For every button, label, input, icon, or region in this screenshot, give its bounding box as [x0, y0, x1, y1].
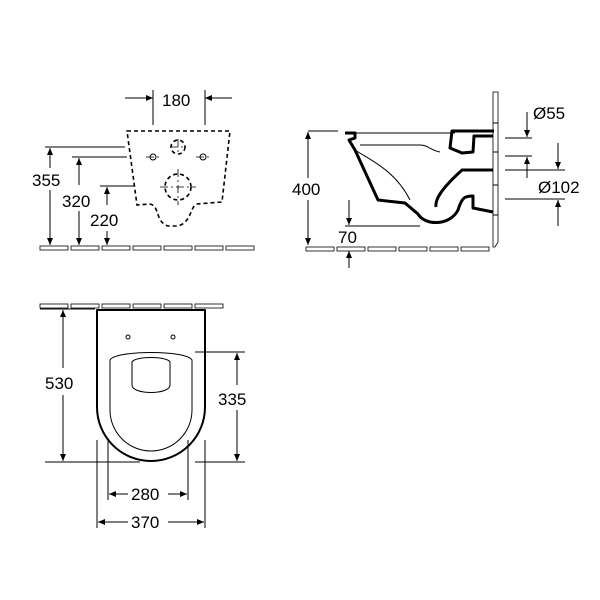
bowl-inner-line [354, 149, 411, 201]
bowl-rim-lines [355, 132, 455, 153]
side-view: 400 70 Ø55 Ø102 [290, 91, 580, 268]
seat-outline [109, 352, 193, 452]
extension-lines-diameters [505, 137, 565, 200]
extension-lines-heights [45, 146, 135, 187]
dim-280: 280 [131, 485, 159, 504]
wall [492, 91, 499, 248]
bowl-outline [345, 129, 494, 224]
extension-lines-widths [96, 440, 206, 528]
dim-370: 370 [131, 513, 159, 532]
dim-355: 355 [32, 171, 60, 190]
center-lines [146, 139, 210, 205]
dim-220: 220 [90, 211, 118, 230]
bowl-outline-dashed [126, 130, 231, 227]
bowl-opening [131, 357, 171, 393]
dim-dia-102: Ø102 [538, 178, 580, 197]
floor-tiles [39, 245, 255, 251]
label-background [88, 209, 126, 231]
dim-530: 530 [45, 374, 73, 393]
front-view: 180 355 320 220 [30, 90, 255, 251]
label-background [30, 168, 68, 190]
dim-dia-55: Ø55 [533, 104, 565, 123]
wall-tiles-top [39, 303, 224, 309]
label-background [60, 189, 98, 211]
top-view: 530 335 280 370 [39, 303, 246, 532]
wall-joints [493, 122, 498, 216]
dim-335: 335 [218, 390, 246, 409]
label-background [290, 178, 328, 200]
bowl-outline-top [96, 309, 206, 462]
dim-180: 180 [162, 91, 190, 110]
outlet-marker [164, 173, 192, 201]
dim-320: 320 [62, 192, 90, 211]
floor-tiles-side [305, 246, 490, 252]
hinge-hole-right [170, 334, 176, 340]
extension-lines-top [40, 308, 245, 463]
dim-70: 70 [338, 228, 357, 247]
dim-400: 400 [292, 180, 320, 199]
hinge-hole-left [125, 334, 131, 340]
